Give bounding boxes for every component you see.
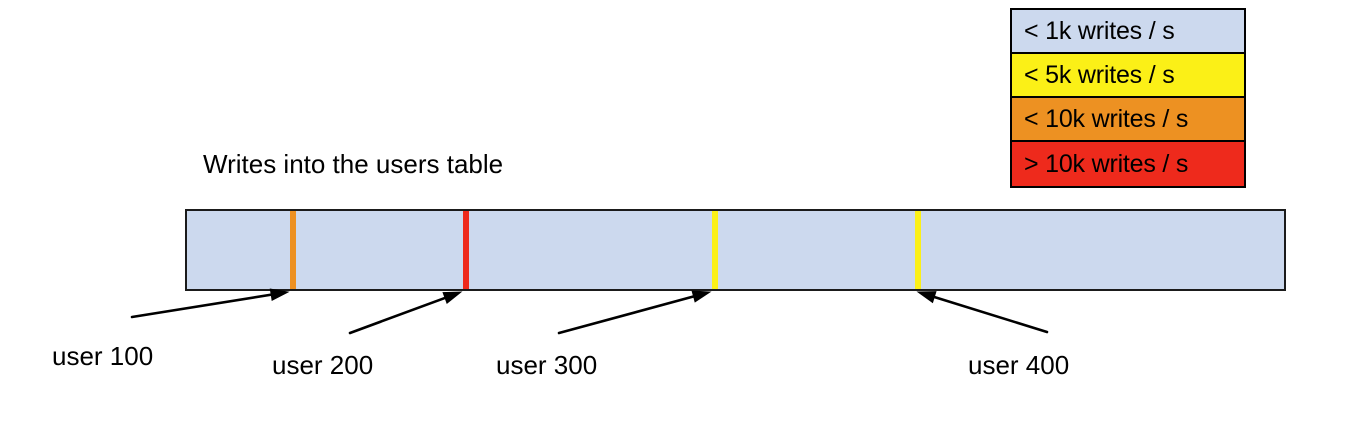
pointer-label-user-200: user 200	[272, 350, 374, 380]
split-marker-user-400	[915, 211, 921, 289]
legend-item-label: > 10k writes / s	[1024, 149, 1189, 178]
arrow-user-200	[348, 291, 463, 335]
legend-item-under-1k: < 1k writes / s	[1012, 10, 1244, 54]
pointer-label-user-100: user 100	[52, 341, 154, 371]
pointer-label-user-400: user 400	[968, 350, 1070, 380]
arrow-user-100	[130, 288, 290, 319]
legend-item-label: < 1k writes / s	[1024, 16, 1175, 45]
users-table-bar	[185, 209, 1286, 291]
arrow-user-400	[916, 291, 1049, 334]
pointer-label-user-300: user 300	[496, 350, 598, 380]
legend-item-over-10k: > 10k writes / s	[1012, 142, 1244, 186]
legend-item-under-5k: < 5k writes / s	[1012, 54, 1244, 98]
legend-item-label: < 10k writes / s	[1024, 104, 1189, 133]
arrow-user-300	[557, 290, 712, 335]
split-marker-user-100	[290, 211, 296, 289]
legend: < 1k writes / s < 5k writes / s < 10k wr…	[1010, 8, 1246, 188]
split-marker-user-300	[712, 211, 718, 289]
chart-title: Writes into the users table	[203, 149, 504, 179]
split-marker-user-200	[463, 211, 469, 289]
legend-item-under-10k: < 10k writes / s	[1012, 98, 1244, 142]
legend-item-label: < 5k writes / s	[1024, 60, 1175, 89]
